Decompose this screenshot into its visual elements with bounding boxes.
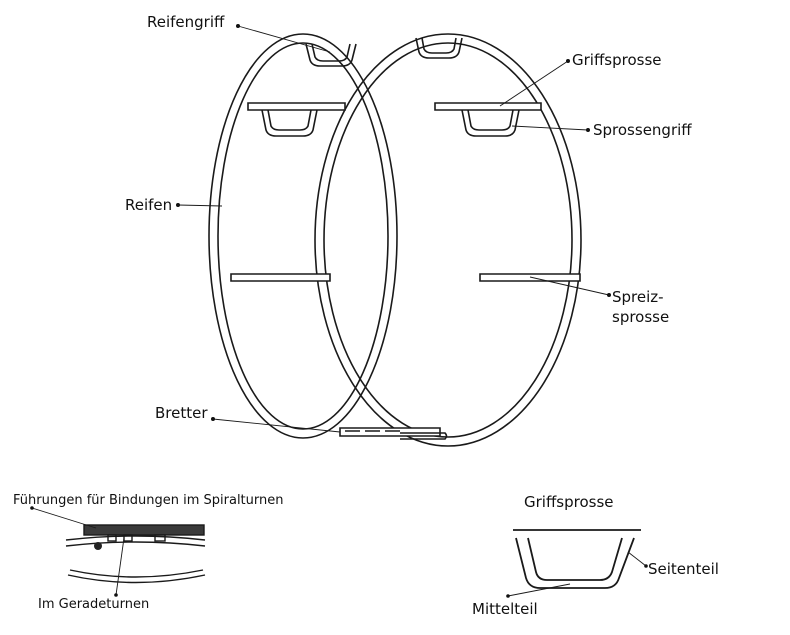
detail-griffsprosse: Griffsprosse Seitenteil Mittelteil [472, 493, 719, 618]
label-reifen: Reifen [125, 196, 172, 214]
detail-guide-1 [107, 534, 117, 542]
boards [339, 427, 448, 440]
rung-grip-right [461, 109, 520, 137]
leader-lines [177, 25, 610, 433]
detail-bindings: Führungen für Bindungen im Spiralturnen … [13, 493, 283, 612]
detail-grip-outer [515, 537, 635, 589]
handle-rung-left [247, 102, 346, 111]
detail-dot-seitenteil [644, 564, 648, 568]
detail-dot-fuehrungen [30, 506, 34, 510]
label-geradeturnen: Im Geradeturnen [38, 597, 149, 612]
leader-dots [176, 24, 611, 421]
ring-front [208, 33, 398, 439]
ring-back [314, 33, 582, 447]
detail-leader-mittelteil [507, 583, 571, 597]
handle-rung-right [434, 102, 542, 111]
spreader-rung-left [230, 273, 331, 282]
label-fuehrungen: Führungen für Bindungen im Spiralturnen [13, 493, 283, 508]
label-spreizsprosse-line1: Spreiz- [612, 288, 664, 306]
detail-binding-pin [94, 542, 102, 550]
detail-ring-arc-outer [67, 574, 206, 584]
detail-leader-fuehrungen [31, 507, 97, 529]
label-griffsprosse: Griffsprosse [572, 51, 662, 69]
detail-board [83, 524, 205, 536]
detail-grip-inner [527, 537, 623, 581]
detail-leader-seitenteil [627, 551, 647, 567]
detail-dot-gerade [114, 593, 118, 597]
detail-leader-gerade [115, 537, 125, 596]
label-mittelteil: Mittelteil [472, 600, 538, 618]
detail-guide-3 [154, 534, 166, 542]
label-bretter: Bretter [155, 404, 208, 422]
detail-ring-inner-top [65, 541, 206, 547]
ring-grip-back [415, 37, 463, 59]
detail-ring-arc-inner [69, 569, 204, 578]
spreader-rung-right [479, 273, 581, 282]
label-sprossengriff: Sprossengriff [593, 121, 692, 139]
label-seitenteil: Seitenteil [648, 560, 719, 578]
rung-grip-left [261, 109, 318, 137]
label-reifengriff: Reifengriff [147, 13, 225, 31]
detail-title-griffsprosse: Griffsprosse [524, 493, 614, 511]
detail-dot-mittelteil [506, 594, 510, 598]
ring-grip-front [305, 43, 357, 67]
label-spreizsprosse-line2: sprosse [612, 308, 669, 326]
wheel-illustration [208, 33, 582, 447]
detail-ring-outer-top [65, 535, 206, 541]
